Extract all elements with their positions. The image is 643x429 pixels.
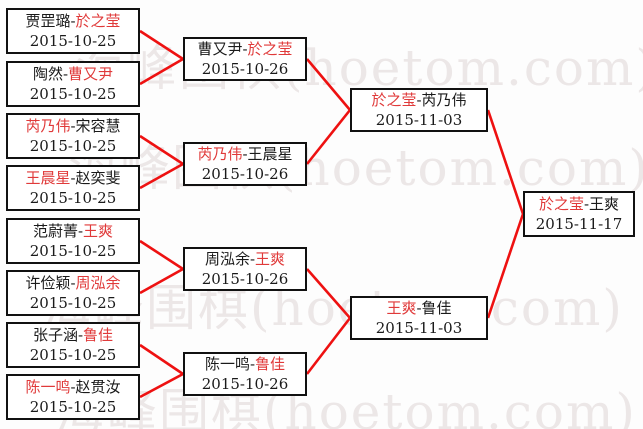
match-date: 2015-10-25 [29, 137, 117, 155]
player1-name: 芮乃伟 [197, 145, 243, 163]
player1-name: 张子涵 [32, 326, 78, 344]
player2-name: 王爽 [83, 222, 114, 240]
players-separator: - [242, 40, 248, 58]
match-date: 2015-10-25 [29, 398, 117, 416]
match-date: 2015-10-25 [29, 85, 117, 103]
match-players: 许俭颖-周泓余 [25, 273, 120, 293]
players-separator: - [70, 274, 76, 292]
match-date: 2015-10-26 [201, 165, 289, 183]
player2-name: 王爽 [255, 250, 286, 268]
player1-name: 许俭颖 [25, 274, 71, 292]
players-separator: - [70, 169, 76, 187]
match-box: 周泓余-王爽 2015-10-26 [183, 247, 307, 291]
player2-name: 周泓余 [75, 274, 121, 292]
player1-name: 王晨星 [25, 169, 71, 187]
match-players: 陶然-曹又尹 [33, 64, 113, 84]
connector-lines [139, 29, 525, 399]
match-date: 2015-11-17 [535, 215, 623, 233]
player1-name: 陶然 [32, 65, 63, 83]
match-date: 2015-10-25 [29, 32, 117, 50]
player2-name: 宋容慧 [75, 117, 121, 135]
players-separator: - [77, 326, 84, 344]
players-separator: - [70, 12, 76, 30]
match-box: 芮乃伟-宋容慧 2015-10-25 [6, 113, 140, 159]
match-box: 贾罡璐-於之莹 2015-10-25 [6, 8, 140, 54]
match-date: 2015-10-25 [29, 189, 117, 207]
players-separator: - [70, 378, 76, 396]
player2-name: 王晨星 [247, 145, 293, 163]
player2-name: 芮乃伟 [421, 91, 467, 109]
match-box: 於之莹-芮乃伟 2015-11-03 [350, 88, 488, 132]
player2-name: 赵奕斐 [75, 169, 121, 187]
match-players: 陈一鸣-鲁佳 [205, 354, 285, 374]
match-box: 王晨星-赵奕斐 2015-10-25 [6, 165, 140, 211]
player2-name: 鲁佳 [83, 326, 114, 344]
player2-name: 王爽 [589, 195, 620, 213]
players-separator: - [416, 91, 422, 109]
player2-name: 於之莹 [247, 40, 293, 58]
match-date: 2015-10-26 [201, 270, 289, 288]
player1-name: 陈一鸣 [25, 378, 71, 396]
players-separator: - [249, 355, 256, 373]
player1-name: 周泓余 [204, 250, 250, 268]
player2-name: 赵贯汝 [75, 378, 121, 396]
match-box: 芮乃伟-王晨星 2015-10-26 [183, 142, 307, 186]
player1-name: 贾罡璐 [25, 12, 71, 30]
match-box: 张子涵-鲁佳 2015-10-25 [6, 322, 140, 368]
match-players: 贾罡璐-於之莹 [25, 11, 120, 31]
player1-name: 王爽 [386, 299, 417, 317]
players-separator: - [70, 117, 76, 135]
players-separator: - [583, 195, 590, 213]
match-players: 於之莹-芮乃伟 [371, 90, 466, 110]
players-separator: - [249, 250, 256, 268]
match-date: 2015-10-25 [29, 294, 117, 312]
match-box: 曹又尹-於之莹 2015-10-26 [183, 37, 307, 81]
match-date: 2015-10-26 [201, 60, 289, 78]
match-box: 於之莹-王爽 2015-11-17 [523, 191, 635, 237]
match-box: 范蔚菁-王爽 2015-10-25 [6, 218, 140, 264]
match-players: 曹又尹-於之莹 [197, 39, 292, 59]
match-box: 陈一鸣-鲁佳 2015-10-26 [183, 352, 307, 396]
match-box: 陈一鸣-赵贯汝 2015-10-25 [6, 374, 140, 420]
players-separator: - [77, 222, 84, 240]
player1-name: 於之莹 [538, 195, 584, 213]
match-players: 周泓余-王爽 [205, 249, 285, 269]
player2-name: 鲁佳 [421, 299, 452, 317]
match-date: 2015-10-25 [29, 242, 117, 260]
match-date: 2015-10-25 [29, 346, 117, 364]
player1-name: 芮乃伟 [25, 117, 71, 135]
players-separator: - [62, 65, 69, 83]
match-players: 芮乃伟-宋容慧 [25, 116, 120, 136]
player1-name: 范蔚菁 [32, 222, 78, 240]
match-box: 许俭颖-周泓余 2015-10-25 [6, 270, 140, 316]
player2-name: 曹又尹 [68, 65, 114, 83]
match-date: 2015-11-03 [375, 111, 463, 129]
match-players: 王爽-鲁佳 [386, 298, 451, 318]
player2-name: 鲁佳 [255, 355, 286, 373]
player1-name: 於之莹 [371, 91, 417, 109]
match-players: 芮乃伟-王晨星 [197, 144, 292, 164]
player1-name: 曹又尹 [197, 40, 243, 58]
match-players: 张子涵-鲁佳 [33, 325, 113, 345]
player1-name: 陈一鸣 [204, 355, 250, 373]
match-players: 范蔚菁-王爽 [33, 221, 113, 241]
match-players: 於之莹-王爽 [539, 194, 619, 214]
match-date: 2015-11-03 [375, 319, 463, 337]
player2-name: 於之莹 [75, 12, 121, 30]
match-date: 2015-10-26 [201, 375, 289, 393]
match-players: 陈一鸣-赵贯汝 [25, 377, 120, 397]
watermark-text: 海峰围棋(hoetom.com) [68, 139, 643, 197]
players-separator: - [416, 299, 422, 317]
match-box: 陶然-曹又尹 2015-10-25 [6, 61, 140, 107]
match-players: 王晨星-赵奕斐 [25, 168, 120, 188]
match-box: 王爽-鲁佳 2015-11-03 [350, 296, 488, 340]
players-separator: - [242, 145, 248, 163]
